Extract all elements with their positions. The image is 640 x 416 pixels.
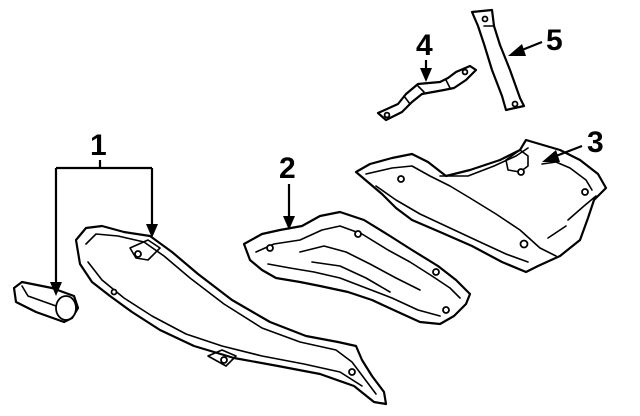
part-1-clip bbox=[12, 280, 80, 324]
callout-2-leader bbox=[283, 184, 295, 230]
callout-3-label: 3 bbox=[587, 126, 604, 159]
callout-4-leader bbox=[420, 60, 432, 82]
callout-5-leader bbox=[508, 40, 543, 56]
callout-5-label: 5 bbox=[546, 24, 563, 57]
callout-4-label: 4 bbox=[416, 29, 433, 62]
part-5-strap-bracket bbox=[470, 8, 526, 112]
callout-1-leader bbox=[50, 160, 158, 296]
callout-3-leader bbox=[542, 144, 583, 162]
part-1-front-deflector bbox=[74, 224, 388, 406]
callout-1-label: 1 bbox=[90, 129, 107, 162]
part-2-center-shield bbox=[242, 210, 472, 326]
part-4-saddle-bracket bbox=[376, 64, 478, 122]
part-3-rear-shield bbox=[354, 138, 608, 274]
callout-2-label: 2 bbox=[279, 152, 296, 185]
